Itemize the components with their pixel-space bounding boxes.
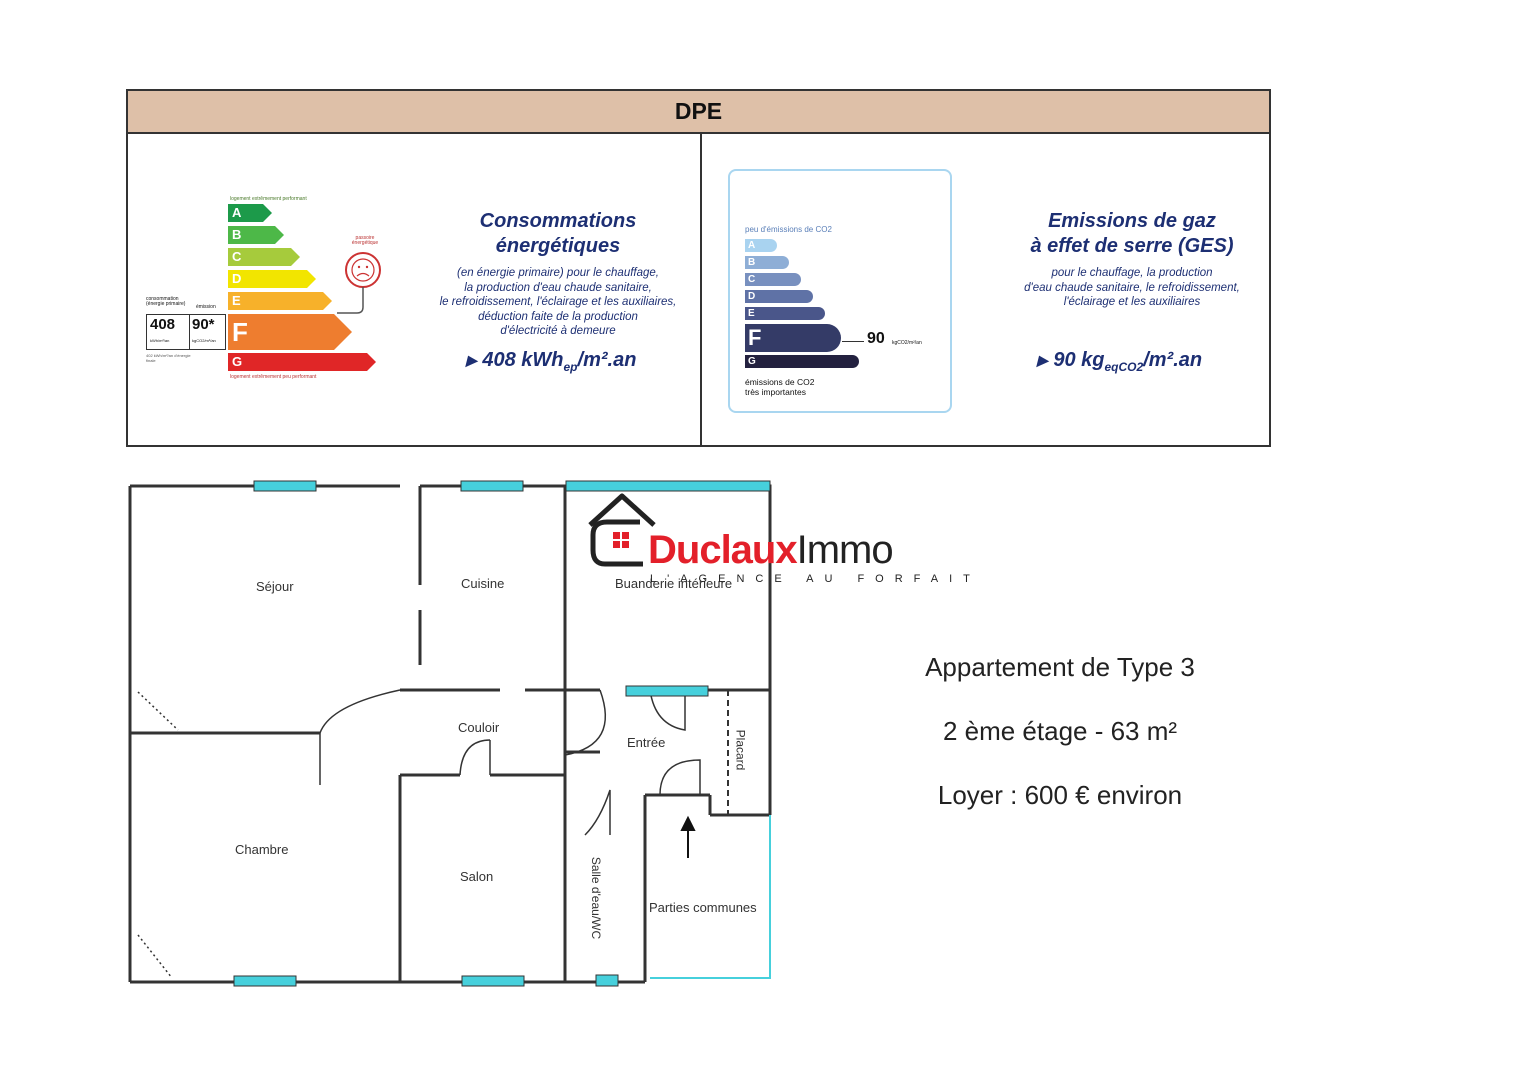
ges-label-bottom: émissions de CO2 très importantes	[745, 377, 814, 397]
energy-desc-line: déduction faite de la production	[478, 310, 638, 323]
passoire-label: passoire énergétique	[351, 235, 379, 246]
energy-box-divider	[189, 315, 190, 349]
ges-desc-line: pour le chauffage, la production	[1051, 267, 1213, 279]
energy-title-line2: énergétiques	[495, 235, 621, 257]
window	[625, 685, 709, 697]
energy-class-a: A	[228, 204, 272, 222]
ges-label: peu d'émissions de CO2 90 kgCO2/m²/an ém…	[702, 134, 1271, 447]
ges-class-f: F	[745, 324, 841, 352]
room-entree: Entrée	[627, 735, 666, 750]
energy-small-head-1: consommation (énergie primaire)	[146, 296, 186, 307]
triangle-icon: ▶	[1037, 352, 1048, 369]
room-buanderie: Buanderie intérieure	[615, 576, 733, 591]
entry-arrow-icon	[680, 815, 696, 858]
energy-description: (en énergie primaire) pour le chauffage,…	[418, 266, 698, 339]
energy-value-main: 408 kWh	[482, 349, 564, 371]
energy-small-foot: 402 kWh/m²/an d'énergie finale	[146, 353, 191, 363]
window	[460, 480, 524, 492]
ges-label-bottom-line: très importantes	[745, 387, 806, 397]
ges-connector	[842, 341, 864, 342]
energy-value: ▶ 408 kWhep/m².an	[466, 349, 636, 374]
room-cuisine: Cuisine	[461, 576, 505, 591]
passoire-icon	[337, 252, 381, 314]
energy-label-top: logement extrêmement performant	[230, 196, 307, 202]
triangle-icon: ▶	[466, 352, 477, 369]
window	[461, 975, 525, 987]
room-couloir: Couloir	[458, 720, 500, 735]
info-type: Appartement de Type 3	[925, 652, 1195, 682]
ges-label-top: peu d'émissions de CO2	[745, 225, 832, 234]
energy-kwh-value: 408	[150, 316, 176, 333]
ges-value-main: 90 kg	[1053, 349, 1105, 371]
info-floor-area: 2 ème étage - 63 m²	[942, 716, 1178, 746]
energy-title-line1: Consommations	[479, 210, 637, 232]
ges-class-g: G	[745, 355, 859, 368]
room-parties-communes: Parties communes	[649, 900, 757, 915]
plan-windows	[233, 480, 771, 987]
energy-class-g: G	[228, 353, 376, 371]
logo-wordmark: DuclauxImmo	[648, 528, 894, 573]
logo-part1: Duclaux	[648, 528, 798, 572]
ges-class-b: B	[745, 256, 789, 269]
logo-part2: Immo	[796, 528, 894, 572]
energy-co2-unit: kgCO2/m²/an	[192, 338, 216, 343]
energy-value-unit: /m².an	[577, 349, 637, 371]
ges-frame	[728, 169, 952, 413]
energy-label: logement extrêmement performant logement…	[128, 134, 700, 447]
room-placard: Placard	[733, 729, 748, 771]
energy-value-box: 408 90* kWh/m²/an kgCO2/m²/an	[146, 314, 226, 350]
energy-co2-value: 90*	[192, 316, 215, 333]
plan-walls	[128, 484, 772, 984]
room-salon: Salon	[460, 869, 494, 884]
dpe-divider	[700, 134, 702, 447]
info-rent: Loyer : 600 € environ	[937, 780, 1183, 810]
floor-plan	[128, 480, 772, 987]
ges-label-bottom-line: émissions de CO2	[745, 377, 815, 387]
window	[565, 480, 771, 492]
dpe-panel: DPE logement extrêmement performant loge…	[126, 89, 1271, 447]
ges-class-e: E	[745, 307, 825, 320]
house-logo-icon	[588, 493, 656, 567]
energy-class-e: E	[228, 292, 332, 310]
parties-communes-border	[650, 815, 771, 979]
ges-desc-line: l'éclairage et les auxiliaires	[1063, 296, 1201, 308]
ges-value-unit: /m².an	[1143, 349, 1203, 371]
ges-class-c: C	[745, 273, 801, 286]
ges-title-line1: Emissions de gaz	[1048, 210, 1216, 232]
energy-class-b: B	[228, 226, 284, 244]
dpe-header: DPE	[128, 91, 1269, 134]
ges-unit-small: kgCO2/m²/an	[892, 340, 922, 346]
energy-desc-line: la production d'eau chaude sanitaire,	[464, 281, 652, 294]
ges-description: pour le chauffage, la production d'eau c…	[992, 266, 1272, 310]
ges-class-d: D	[745, 290, 813, 303]
ges-class-a: A	[745, 239, 777, 252]
room-sejour: Séjour	[256, 579, 294, 594]
energy-label-bottom: logement extrêmement peu performant	[230, 374, 317, 380]
energy-class-c: C	[228, 248, 300, 266]
ges-desc-line: d'eau chaude sanitaire, le refroidisseme…	[1024, 281, 1240, 294]
ges-value-sub: eqCO2	[1104, 360, 1144, 374]
ges-title-line2: à effet de serre (GES)	[1030, 235, 1234, 257]
energy-desc-line: d'électricité à demeure	[500, 325, 616, 337]
room-chambre: Chambre	[235, 842, 289, 857]
energy-kwh-unit: kWh/m²/an	[150, 338, 170, 343]
room-salle-eau: Salle d'eau/WC	[589, 856, 604, 940]
window	[233, 975, 297, 987]
energy-class-f: F	[228, 314, 352, 350]
energy-title: Consommations énergétiques	[418, 209, 698, 259]
energy-desc-line: le refroidissement, l'éclairage et les a…	[439, 296, 677, 308]
window	[253, 480, 317, 492]
window	[595, 974, 619, 987]
energy-value-sub: ep	[563, 360, 578, 374]
logo-tagline: L'AGENCE AU FORFAIT	[650, 573, 981, 585]
ges-value: ▶ 90 kgeqCO2/m².an	[1037, 349, 1202, 374]
energy-desc-line: (en énergie primaire) pour le chauffage,	[456, 267, 659, 279]
ges-value-small: 90	[867, 330, 885, 347]
energy-class-d: D	[228, 270, 316, 288]
plan-doors	[137, 689, 701, 979]
energy-small-head-2: émission	[196, 304, 216, 310]
ges-title: Emissions de gaz à effet de serre (GES)	[992, 209, 1272, 259]
